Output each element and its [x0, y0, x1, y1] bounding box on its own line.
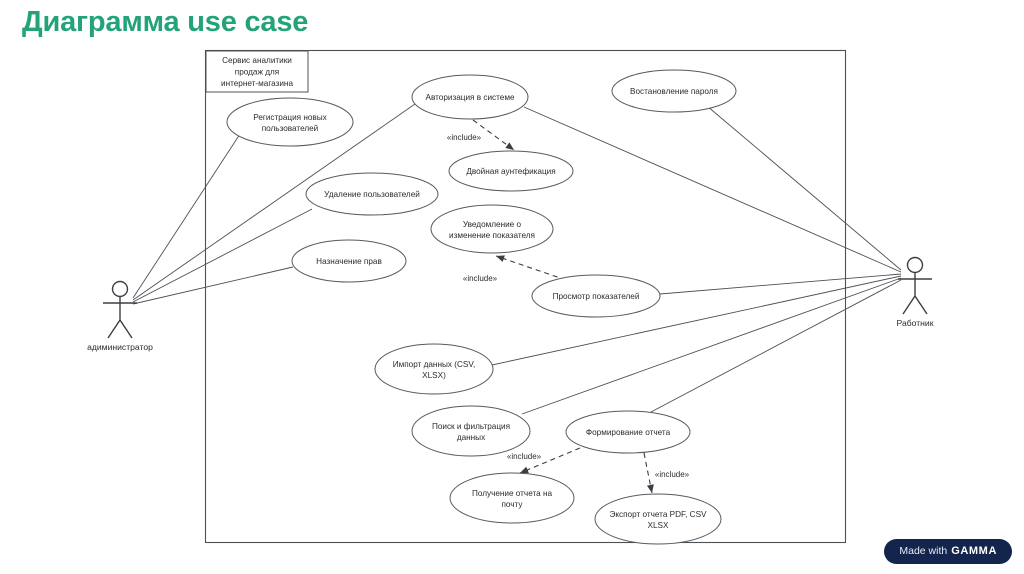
assoc-worker-search-filter — [521, 277, 902, 415]
system-boundary-frame — [204, 49, 847, 544]
use-case-search-and-filter[interactable]: Поиск и фильтрация данных — [411, 405, 531, 457]
association-lines-administrator — [132, 103, 416, 305]
assoc-admin-assign-rights — [132, 266, 294, 305]
use-case-indicator-change-notification[interactable]: Уведомление о изменение показателя — [430, 204, 554, 254]
include-label-auth-2fa: «include» — [447, 133, 482, 142]
use-case-delete-users[interactable]: Удаление пользователей — [305, 172, 439, 216]
boundary-label-line1: Сервис аналитики — [222, 56, 292, 65]
use-case-import-data[interactable]: Импорт данных (CSV, XLSX) — [374, 343, 494, 395]
use-case-label: Просмотр показателей — [553, 292, 640, 301]
use-case-label: Поиск и фильтрация — [432, 422, 510, 431]
use-case-label: Формирование отчета — [586, 428, 671, 437]
use-case-label: Востановление пароля — [630, 87, 718, 96]
use-case-create-report[interactable]: Формирование отчета — [565, 410, 691, 454]
assoc-worker-restore-password — [706, 105, 902, 271]
actor-label-administrator: адиминистратор — [87, 342, 153, 352]
system-boundary-label: Сервис аналитики продаж для интернет-маг… — [205, 50, 309, 93]
use-case-two-factor-authentication[interactable]: Двойная аунтефикация — [448, 150, 574, 192]
use-case-authorization[interactable]: Авторизация в системе — [411, 74, 529, 120]
include-stereotype-labels: «include» «include» «include» «include» — [447, 133, 690, 479]
actor-label-worker: Работник — [897, 318, 934, 328]
boundary-label-line2: продаж для — [235, 68, 279, 77]
include-label-view-notify: «include» — [463, 274, 498, 283]
use-case-label: Авторизация в системе — [425, 93, 514, 102]
actor-administrator[interactable]: адиминистратор — [87, 280, 153, 353]
use-case-label: Регистрация новых — [253, 113, 327, 122]
assoc-worker-authorization — [523, 106, 902, 273]
use-case-label: Назначение прав — [316, 257, 382, 266]
include-label-report-export: «include» — [655, 470, 690, 479]
include-dependencies — [472, 119, 654, 494]
assoc-worker-import-data — [491, 275, 902, 366]
include-arrow-search-to-mail — [519, 447, 581, 474]
use-case-label: Уведомление о — [463, 220, 522, 229]
assoc-worker-view-indicators — [659, 273, 902, 295]
use-case-label: Двойная аунтефикация — [466, 167, 555, 176]
use-case-label-2: XLSX) — [422, 371, 446, 380]
made-with-gamma-badge[interactable]: Made with GAMMA — [884, 539, 1012, 564]
assoc-admin-authorization — [132, 103, 416, 301]
use-case-report-to-email[interactable]: Получение отчета на почту — [449, 472, 575, 524]
badge-made-with-text: Made with — [899, 545, 948, 557]
actor-worker[interactable]: Работник — [897, 256, 934, 329]
assoc-admin-register — [132, 133, 241, 299]
use-case-label-2: почту — [501, 500, 523, 509]
include-arrow-view-to-notify — [495, 255, 567, 281]
use-case-register-new-users[interactable]: Регистрация новых пользователей — [226, 97, 354, 147]
page-title: Диаграмма use case — [22, 6, 309, 38]
use-case-label: Получение отчета на — [472, 489, 553, 498]
assoc-admin-delete-users — [132, 208, 313, 303]
assoc-worker-create-report — [650, 279, 902, 413]
association-lines-worker — [491, 105, 902, 415]
use-case-label-2: пользователей — [262, 124, 319, 133]
use-case-label: Удаление пользователей — [324, 190, 420, 199]
use-case-label-2: изменение показателя — [449, 231, 535, 240]
use-case-assign-rights[interactable]: Назначение прав — [291, 239, 407, 283]
boundary-label-line3: интернет-магазина — [221, 79, 293, 88]
use-case-export-report[interactable]: Экспорт отчета PDF, CSV XLSX — [594, 493, 722, 545]
use-case-label: Импорт данных (CSV, — [393, 360, 476, 369]
use-case-view-indicators[interactable]: Просмотр показателей — [531, 274, 661, 318]
include-arrow-report-to-export — [643, 452, 654, 494]
use-case-label-2: XLSX — [648, 521, 669, 530]
include-label-search-mail: «include» — [507, 452, 542, 461]
badge-brand-text: GAMMA — [951, 545, 997, 557]
use-case-label: Экспорт отчета PDF, CSV — [609, 510, 707, 519]
use-case-label-2: данных — [457, 433, 485, 442]
use-case-restore-password[interactable]: Востановление пароля — [611, 69, 737, 113]
